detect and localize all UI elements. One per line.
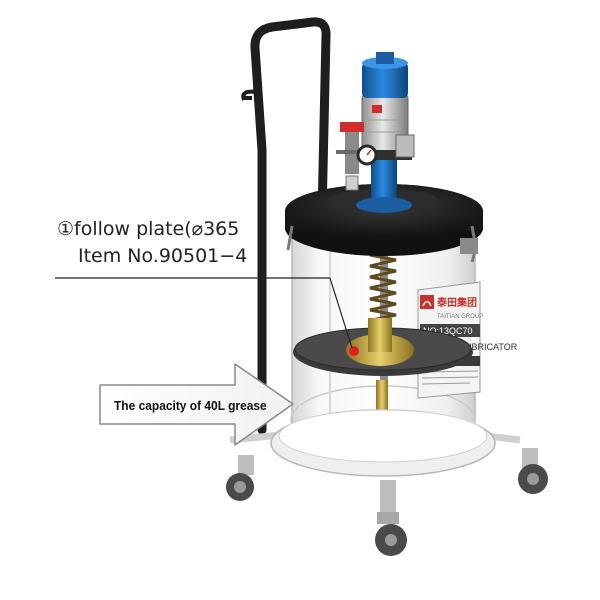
trolley-frame bbox=[241, 17, 331, 435]
follow-plate bbox=[293, 318, 473, 416]
pneumatic-pump bbox=[356, 52, 415, 213]
tank-brand-cn: 泰田集团 bbox=[436, 296, 477, 309]
air-regulator bbox=[336, 122, 378, 191]
trolley-base bbox=[229, 409, 521, 477]
follow-plate-marker-dot bbox=[349, 346, 359, 356]
callout-part-label: ①follow plate(⌀365 bbox=[57, 218, 239, 240]
callout-leader-line bbox=[329, 277, 353, 349]
tank-brand-en: TAITIAN GROUP bbox=[437, 314, 483, 320]
callout-part-name: follow plate(⌀365 bbox=[74, 218, 240, 240]
capacity-arrow bbox=[99, 363, 294, 446]
lid-clamps bbox=[286, 225, 478, 263]
caster-wheel-icon bbox=[375, 480, 407, 556]
tank-model-number: NO:13QC70 bbox=[423, 326, 473, 336]
capacity-arrow-label: The capacity of 40L grease bbox=[114, 398, 267, 413]
follow-rod bbox=[369, 225, 397, 405]
callout-number-marker: ① bbox=[57, 218, 75, 240]
caster-wheel-icon bbox=[226, 455, 254, 501]
callout-item-number: Item No.90501−4 bbox=[78, 245, 248, 267]
caster-wheel-icon bbox=[518, 448, 548, 494]
pressure-gauge-icon bbox=[356, 144, 378, 166]
